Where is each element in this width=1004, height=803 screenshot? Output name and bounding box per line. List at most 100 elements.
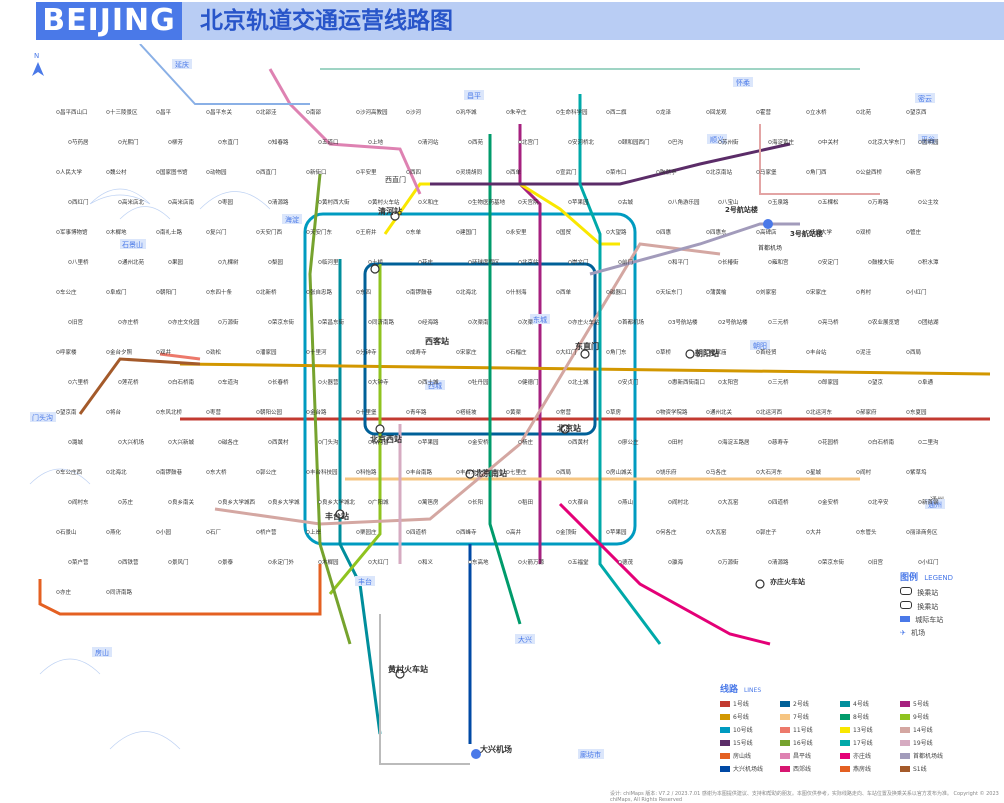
station-dot[interactable] — [356, 170, 360, 174]
station-dot[interactable] — [868, 560, 872, 564]
station-dot[interactable] — [568, 500, 572, 504]
station-dot[interactable] — [418, 500, 422, 504]
station-dot[interactable] — [768, 500, 772, 504]
station-dot[interactable] — [856, 530, 860, 534]
station-label[interactable]: 陶然亭 — [660, 168, 677, 176]
station-label[interactable]: 双桥 — [860, 228, 872, 236]
station-dot[interactable] — [318, 380, 322, 384]
station-label[interactable]: 安贞门 — [622, 378, 639, 386]
station-dot[interactable] — [456, 170, 460, 174]
station-label[interactable]: 丰台站 — [810, 348, 827, 356]
station-dot[interactable] — [668, 560, 672, 564]
station-label[interactable]: 海淀五路居 — [722, 438, 750, 446]
station-dot[interactable] — [668, 200, 672, 204]
station-dot[interactable] — [918, 320, 922, 324]
station-label[interactable]: 人民大学 — [60, 168, 83, 176]
station-dot[interactable] — [156, 350, 160, 354]
station-dot[interactable] — [718, 380, 722, 384]
line-changping[interactable] — [268, 68, 422, 195]
station-dot[interactable] — [106, 530, 110, 534]
station-label[interactable]: 清河站 — [422, 138, 439, 146]
station-label[interactable]: 黄村西大街 — [322, 198, 350, 206]
station-dot[interactable] — [518, 260, 522, 264]
station-label[interactable]: 肖村 — [860, 288, 872, 296]
station-label[interactable]: 西四 — [410, 169, 421, 176]
station-dot[interactable] — [356, 410, 360, 414]
station-dot[interactable] — [68, 200, 72, 204]
station-label[interactable]: 牡丹园 — [472, 378, 489, 386]
station-label[interactable]: 高碑店 — [760, 228, 777, 236]
metro-map[interactable]: 清河站 西直门 东直门 北京西站 北京南站 北京站 丰台站 朝阳站 西客站 大兴… — [0, 44, 1004, 800]
station-label[interactable]: 劲松 — [210, 348, 222, 356]
station-dot[interactable] — [718, 140, 722, 144]
station-dot[interactable] — [118, 320, 122, 324]
line-suburban-2[interactable] — [379, 614, 470, 765]
station-dot[interactable] — [606, 230, 610, 234]
station-label[interactable]: 清源路 — [772, 558, 789, 566]
station-dot[interactable] — [118, 260, 122, 264]
station-label[interactable]: 稻田 — [522, 498, 533, 506]
station-label[interactable]: 朝阳门 — [160, 288, 177, 296]
station-label[interactable]: 传媒大学 — [810, 228, 833, 236]
station-dot[interactable] — [768, 440, 772, 444]
station-dot[interactable] — [668, 380, 672, 384]
station-dot[interactable] — [706, 230, 710, 234]
station-dot[interactable] — [206, 470, 210, 474]
station-label[interactable]: 纪家庙 — [710, 348, 727, 356]
station-label[interactable]: 南锣鼓巷 — [410, 288, 433, 296]
line-legend-item[interactable]: 大兴机场线 — [720, 764, 780, 773]
station-dot[interactable] — [356, 530, 360, 534]
line-legend-item[interactable]: 9号线 — [900, 712, 960, 721]
station-label[interactable]: 东风北桥 — [160, 408, 183, 416]
station-dot[interactable] — [106, 170, 110, 174]
station-label[interactable]: 西土城 — [422, 378, 439, 386]
station-dot[interactable] — [56, 170, 60, 174]
station-label[interactable]: 五棵松 — [822, 198, 839, 206]
station-dot[interactable] — [268, 320, 272, 324]
station-label[interactable]: 昌平西山口 — [60, 108, 88, 116]
station-dot[interactable] — [306, 290, 310, 294]
line-11[interactable] — [159, 352, 201, 361]
station-dot[interactable] — [506, 290, 510, 294]
station-label[interactable]: 万源街 — [722, 558, 739, 566]
station-dot[interactable] — [706, 110, 710, 114]
station-dot[interactable] — [806, 170, 810, 174]
station-dot[interactable] — [68, 500, 72, 504]
station-dot[interactable] — [68, 320, 72, 324]
station-label[interactable]: 万寿路 — [872, 198, 889, 206]
station-dot[interactable] — [118, 440, 122, 444]
station-label[interactable]: 花庄 — [422, 258, 434, 266]
station-dot[interactable] — [206, 350, 210, 354]
station-dot[interactable] — [856, 110, 860, 114]
station-label[interactable]: 通州北苑 — [122, 258, 145, 266]
station-label[interactable]: 大钟寺 — [372, 378, 389, 386]
station-dot[interactable] — [668, 440, 672, 444]
line-legend-item[interactable]: 燕房线 — [840, 764, 900, 773]
station-dot[interactable] — [906, 410, 910, 414]
station-dot[interactable] — [606, 470, 610, 474]
station-label[interactable]: 大红门 — [372, 558, 389, 566]
line-legend-item[interactable]: 10号线 — [720, 725, 780, 734]
station-dot[interactable] — [618, 380, 622, 384]
station-label[interactable]: 国家图书馆 — [160, 168, 188, 176]
station-label[interactable]: 四惠 — [660, 228, 672, 236]
station-dot[interactable] — [506, 170, 510, 174]
station-label[interactable]: 和平门 — [672, 258, 689, 266]
station-label[interactable]: 长椿街 — [722, 258, 739, 266]
station-label[interactable]: 首都机场 — [622, 318, 645, 326]
station-dot[interactable] — [756, 110, 760, 114]
station-dot[interactable] — [106, 110, 110, 114]
station-label[interactable]: 什刹海 — [510, 288, 527, 296]
station-label[interactable]: 紫草坞 — [910, 468, 927, 476]
station-dot[interactable] — [768, 140, 772, 144]
station-dot[interactable] — [906, 290, 910, 294]
station-dot[interactable] — [156, 110, 160, 114]
station-dot[interactable] — [168, 140, 172, 144]
station-label[interactable]: 望京 — [872, 378, 884, 386]
station-label[interactable]: 鼓楼大街 — [872, 258, 895, 266]
station-dot[interactable] — [218, 560, 222, 564]
station-label[interactable]: 和义 — [422, 558, 434, 566]
station-dot[interactable] — [168, 380, 172, 384]
station-label[interactable]: 篱笆房 — [422, 498, 439, 506]
station-dot[interactable] — [706, 170, 710, 174]
